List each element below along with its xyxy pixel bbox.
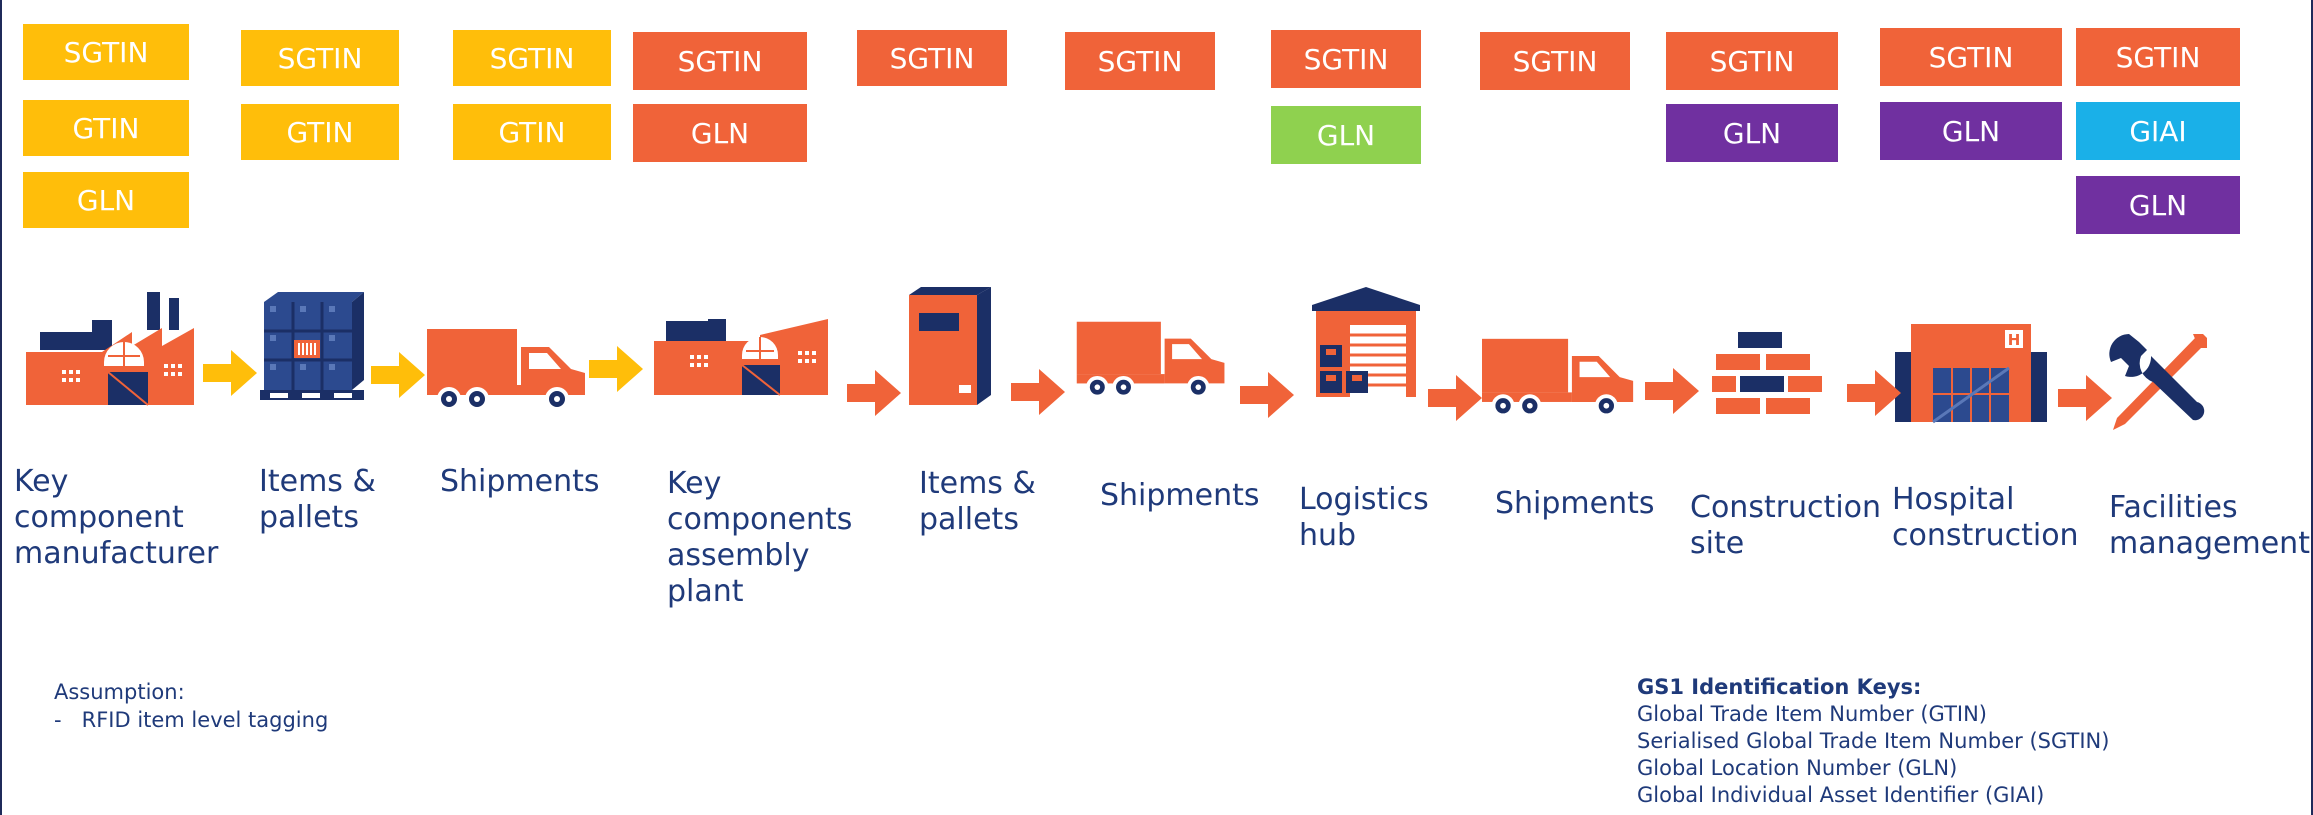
id-tag-sgtin: SGTIN: [1480, 32, 1630, 90]
flow-arrow-icon: [589, 346, 643, 392]
flow-arrow-icon: [371, 352, 425, 398]
id-tag-gln: GLN: [1880, 102, 2062, 160]
stage-label: Items &pallets: [259, 464, 376, 535]
id-tag-sgtin: SGTIN: [1880, 28, 2062, 86]
legend-title: GS1 Identification Keys:: [1637, 675, 1922, 699]
id-tag-sgtin: SGTIN: [23, 24, 189, 80]
left-border: [0, 0, 2, 815]
factory-icon: [26, 292, 194, 406]
gs1-keys-legend: GS1 Identification Keys: Global Trade It…: [1637, 674, 2109, 809]
legend-item-giai: Global Individual Asset Identifier (GIAI…: [1637, 783, 2045, 807]
id-tag-sgtin: SGTIN: [857, 30, 1007, 86]
flow-arrow-icon: [1645, 368, 1699, 414]
truck-icon: [1482, 338, 1634, 418]
assumption-title: Assumption:: [54, 680, 185, 704]
truck-icon: [1076, 321, 1225, 399]
stage-label: Shipments: [1100, 478, 1260, 513]
id-tag-sgtin: SGTIN: [1666, 32, 1838, 90]
warehouse-icon: [1312, 287, 1420, 397]
flow-arrow-icon: [1847, 370, 1901, 416]
package-box-icon: [909, 287, 991, 405]
id-tag-sgtin: SGTIN: [453, 30, 611, 86]
stage-label: Shipments: [1495, 486, 1655, 521]
hospital-icon: H: [1895, 324, 2047, 424]
stage-label: Shipments: [440, 464, 600, 499]
right-border: [2311, 0, 2313, 815]
svg-text:H: H: [2008, 331, 2021, 349]
flow-arrow-icon: [2058, 375, 2112, 421]
pallet-boxes-icon: [260, 292, 364, 400]
truck-icon: [427, 329, 585, 411]
flow-arrow-icon: [203, 350, 257, 396]
flow-arrow-icon: [1428, 375, 1482, 421]
id-tag-gln: GLN: [1271, 106, 1421, 164]
legend-item-gln: Global Location Number (GLN): [1637, 756, 1958, 780]
id-tag-gln: GLN: [2076, 176, 2240, 234]
id-tag-sgtin: SGTIN: [241, 30, 399, 86]
assumption-item: - RFID item level tagging: [54, 708, 329, 732]
id-tag-sgtin: SGTIN: [1271, 30, 1421, 88]
tools-icon: [2109, 334, 2207, 430]
bricks-icon: [1712, 332, 1822, 414]
stage-label: Items &pallets: [919, 466, 1036, 537]
id-tag-gtin: GTIN: [241, 104, 399, 160]
id-tag-sgtin: SGTIN: [1065, 32, 1215, 90]
id-tag-gtin: GTIN: [23, 100, 189, 156]
legend-item-gtin: Global Trade Item Number (GTIN): [1637, 702, 1987, 726]
id-tag-sgtin: SGTIN: [633, 32, 807, 90]
id-tag-gln: GLN: [1666, 104, 1838, 162]
id-tag-gtin: GTIN: [453, 104, 611, 160]
flow-arrow-icon: [847, 370, 901, 416]
assumption-note: Assumption: - RFID item level tagging: [54, 678, 328, 734]
flow-arrow-icon: [1240, 372, 1294, 418]
id-tag-gln: GLN: [23, 172, 189, 228]
id-tag-giai: GIAI: [2076, 102, 2240, 160]
id-tag-gln: GLN: [633, 104, 807, 162]
flow-arrow-icon: [1011, 369, 1065, 415]
legend-item-sgtin: Serialised Global Trade Item Number (SGT…: [1637, 729, 2110, 753]
assembly-plant-icon: [654, 319, 828, 396]
id-tag-sgtin: SGTIN: [2076, 28, 2240, 86]
